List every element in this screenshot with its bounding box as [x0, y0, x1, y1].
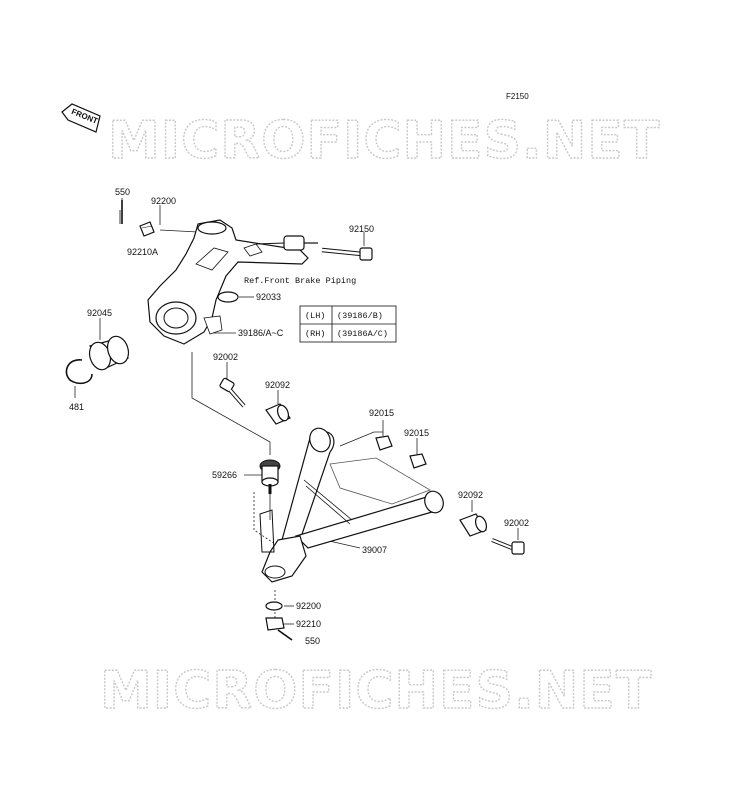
bushing-top	[265, 403, 291, 425]
ball-joint	[259, 459, 281, 494]
label-92200-top: 92200	[151, 196, 176, 206]
circlip	[65, 359, 93, 385]
diagram-code: F2150	[506, 92, 529, 101]
front-arrow-icon: FRONT	[61, 103, 101, 133]
label-92015-a: 92015	[369, 408, 394, 418]
label-92045: 92045	[87, 308, 112, 318]
label-39007: 39007	[362, 545, 387, 555]
nut-92015-b	[409, 453, 427, 469]
variant-part-lh: (39186/B)	[337, 311, 383, 321]
nut-92015-a	[375, 435, 393, 451]
watermark-bottom: MICROFICHES.NET	[100, 661, 652, 721]
brake-piping-fitting	[255, 235, 318, 251]
steering-knuckle	[147, 219, 309, 345]
label-92002-top: 92002	[213, 352, 238, 362]
label-92015-b: 92015	[404, 428, 429, 438]
part-labels: 550 92200 92210A 92150 Ref.Front Brake P…	[69, 187, 529, 646]
bolt-92002-top	[219, 377, 246, 408]
washer-bottom	[265, 601, 283, 611]
label-92200-bottom: 92200	[296, 601, 321, 611]
ref-note: Ref.Front Brake Piping	[244, 276, 356, 286]
label-550-top: 550	[115, 187, 130, 197]
label-550-bottom: 550	[305, 636, 320, 646]
bearing	[88, 335, 130, 371]
castle-nut-top	[139, 221, 155, 237]
label-92210: 92210	[296, 619, 321, 629]
label-59266: 59266	[212, 470, 237, 480]
label-92033: 92033	[256, 292, 281, 302]
variant-table: (LH) (39186/B) (RH) (39186A/C)	[299, 305, 397, 343]
bolt-92150	[321, 247, 373, 261]
o-ring	[217, 291, 239, 303]
label-92150: 92150	[349, 224, 374, 234]
label-39186: 39186/A~C	[238, 328, 284, 338]
label-481: 481	[69, 402, 84, 412]
bolt-92002-right	[491, 538, 525, 555]
label-92092-right: 92092	[458, 490, 483, 500]
bushing-right	[459, 513, 488, 537]
castle-nut-bottom	[265, 617, 285, 631]
lower-a-arm	[259, 427, 444, 583]
label-92002-right: 92002	[504, 518, 529, 528]
variant-side-rh: (RH)	[305, 329, 325, 339]
cotter-pin-top	[119, 200, 123, 224]
cotter-pin-bottom	[277, 629, 293, 641]
label-92210a: 92210A	[127, 247, 158, 257]
variant-side-lh: (LH)	[305, 311, 325, 321]
watermark-top: MICROFICHES.NET	[108, 111, 660, 171]
variant-part-rh: (39186A/C)	[337, 329, 388, 339]
label-92092-top: 92092	[265, 380, 290, 390]
